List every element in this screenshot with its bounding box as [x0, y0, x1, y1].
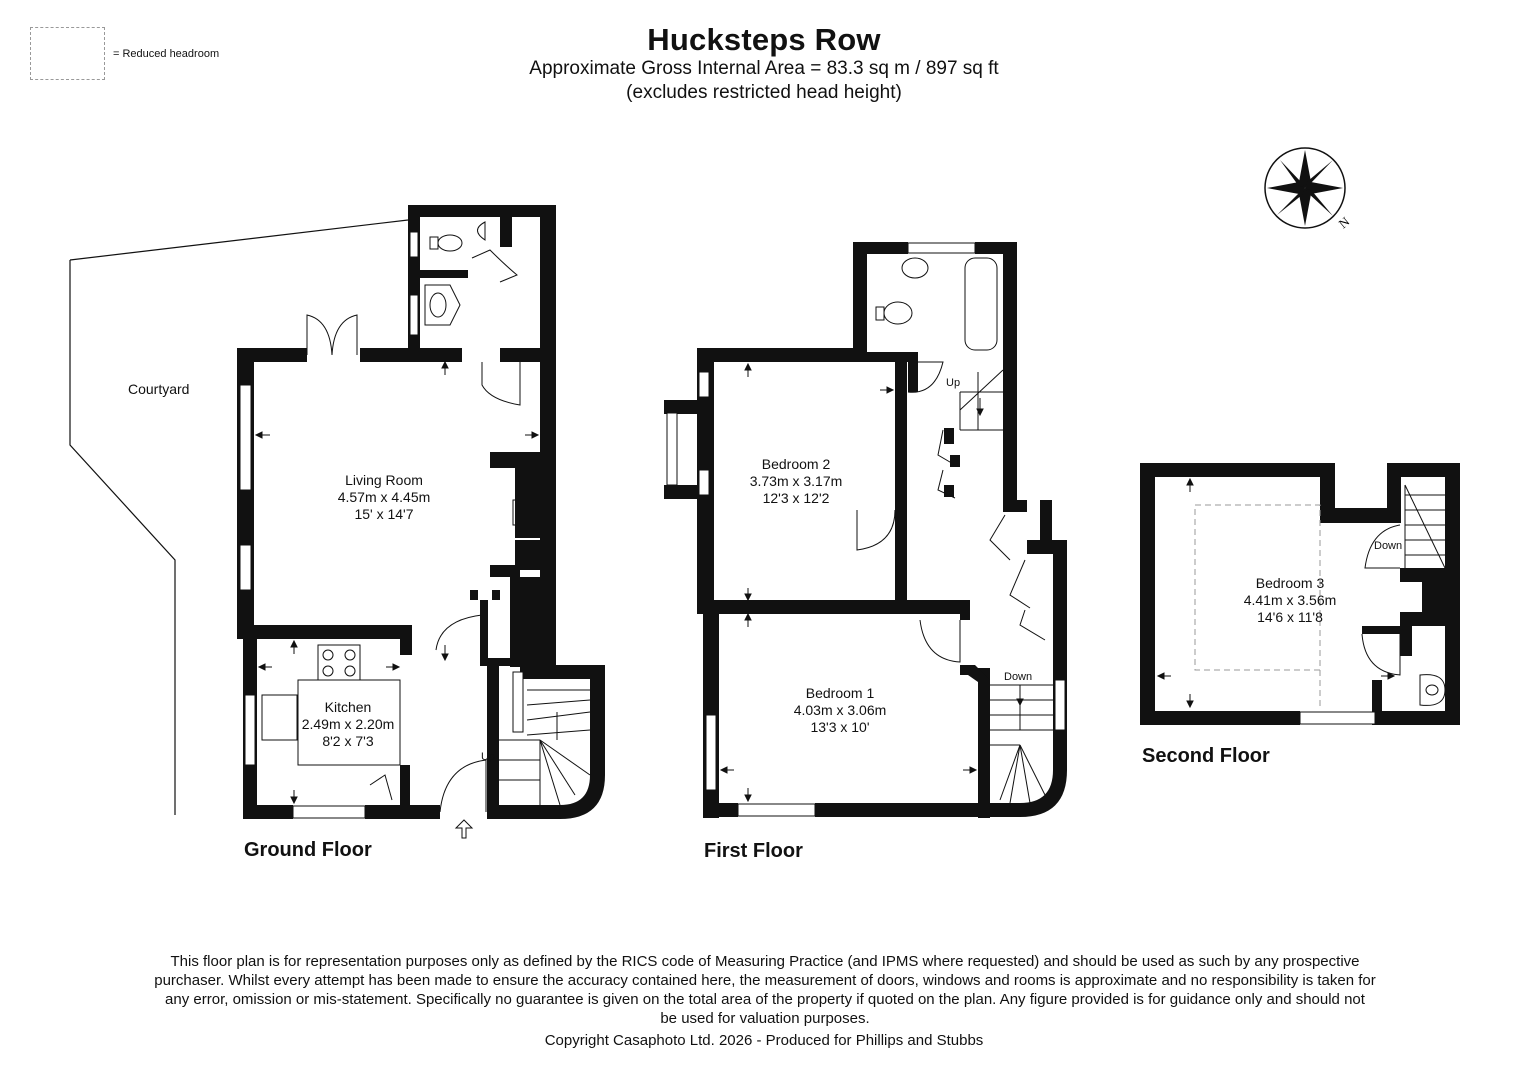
disclaimer-line: This floor plan is for representation pu… [170, 953, 1360, 970]
compass-icon [1264, 147, 1346, 229]
first-floor-windows [666, 242, 1066, 817]
first-floor-measure-arrows [719, 362, 1024, 803]
bedroom1-label: Bedroom 1 4.03m x 3.06m 13'3 x 10' [794, 685, 887, 736]
second-floor-measure-arrows [1156, 477, 1396, 709]
bedroom1-imperial: 13'3 x 10' [810, 719, 870, 735]
second-floor-doors [1361, 524, 1401, 676]
living-room-imperial: 15' x 14'7 [354, 506, 414, 522]
ground-floor-windows [239, 231, 524, 819]
second-stairs-down-label: Down [1374, 540, 1403, 552]
first-stairs-up-label: Up [946, 377, 961, 389]
first-stairs-down-label: Down [1004, 671, 1033, 683]
disclaimer-line: purchaser. Whilst every attempt has been… [154, 972, 1376, 989]
second-floor-stairs [1404, 484, 1446, 569]
bedroom3-imperial: 14'6 x 11'8 [1257, 609, 1323, 625]
first-floor-fixtures [875, 257, 998, 351]
reduced-headroom-area [1194, 504, 1321, 671]
disclaimer: This floor plan is for representation pu… [100, 952, 1430, 1028]
first-floor-label: First Floor [704, 840, 803, 862]
second-floor-label: Second Floor [1142, 745, 1270, 767]
bedroom2-imperial: 12'3 x 12'2 [762, 490, 830, 506]
living-room-metric: 4.57m x 4.45m [337, 489, 431, 505]
disclaimer-line: any error, omission or mis-statement. Sp… [165, 991, 1365, 1008]
disclaimer-line: be used for valuation purposes. [660, 1010, 870, 1027]
bedroom3-metric: 4.41m x 3.56m [1243, 592, 1337, 608]
kitchen-name: Kitchen [324, 699, 372, 715]
bedroom2-metric: 3.73m x 3.17m [749, 473, 843, 489]
gross-area: Approximate Gross Internal Area = 83.3 s… [529, 58, 999, 79]
ground-stairs-up-label: Up [481, 751, 496, 763]
courtyard-outline [69, 260, 176, 815]
kitchen-imperial: 8'2 x 7'3 [322, 733, 374, 749]
second-floor-fixtures [1419, 674, 1446, 706]
bedroom3-label: Bedroom 3 4.41m x 3.56m 14'6 x 11'8 [1244, 575, 1337, 626]
second-floor-walls [1140, 463, 1460, 725]
ground-floor-fixtures [261, 221, 534, 766]
first-floor-doors [856, 361, 1046, 663]
bedroom3-name: Bedroom 3 [1255, 575, 1325, 591]
bedroom1-metric: 4.03m x 3.06m [793, 702, 887, 718]
bedroom2-name: Bedroom 2 [761, 456, 831, 472]
copyright: Copyright Casaphoto Ltd. 2026 - Produced… [544, 1032, 984, 1049]
living-room-name: Living Room [345, 472, 423, 488]
compass-north-label: N [1336, 213, 1353, 231]
second-floor-windows [1299, 711, 1376, 725]
entrance-arrow-icon [454, 819, 474, 839]
reduced-headroom-label: = Reduced headroom [113, 48, 220, 60]
kitchen-metric: 2.49m x 2.20m [301, 716, 395, 732]
ground-floor-doors [306, 249, 521, 813]
ground-floor-measure-arrows [254, 360, 540, 805]
plan-title: Hucksteps Row [647, 22, 881, 57]
bedroom2-label: Bedroom 2 3.73m x 3.17m 12'3 x 12'2 [750, 456, 843, 507]
area-note: (excludes restricted head height) [626, 82, 902, 103]
ground-floor-stairs [499, 689, 591, 806]
kitchen-label: Kitchen 2.49m x 2.20m 8'2 x 7'3 [302, 699, 395, 750]
reduced-headroom-swatch [30, 27, 105, 80]
living-room-label: Living Room 4.57m x 4.45m 15' x 14'7 [338, 472, 431, 523]
bedroom1-name: Bedroom 1 [805, 685, 875, 701]
courtyard-label: Courtyard [128, 381, 190, 397]
ground-floor-label: Ground Floor [244, 839, 372, 861]
